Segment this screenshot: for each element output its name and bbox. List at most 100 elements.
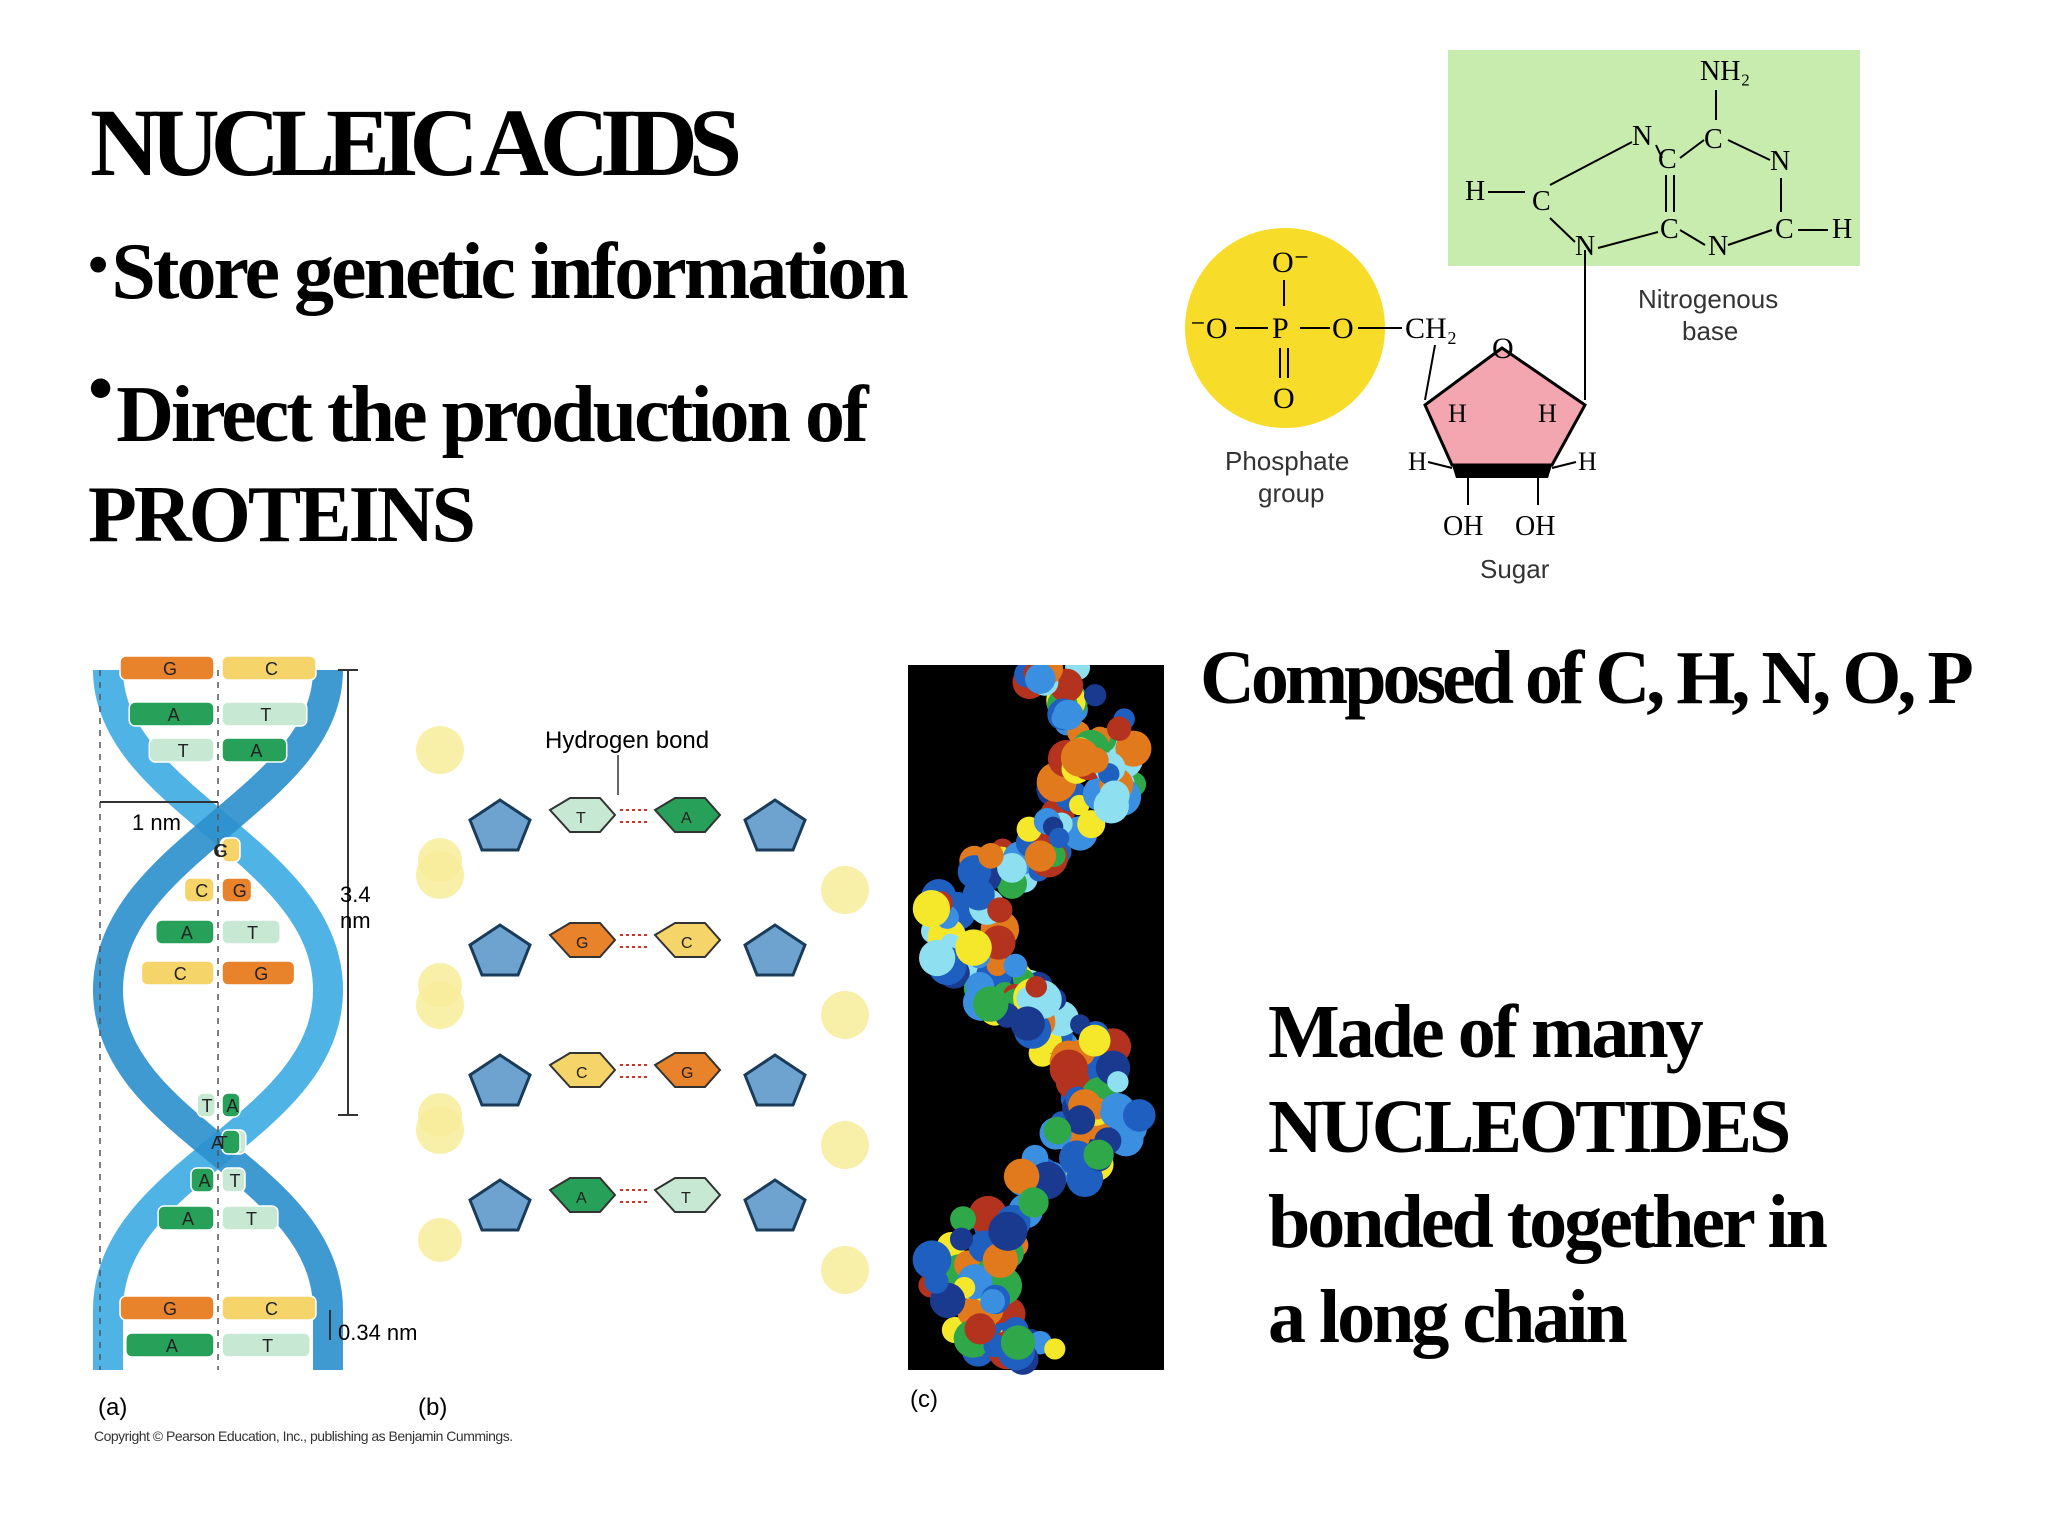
nucleotide-diagram: O⁻ ⁻O P O O CH₂ Phosphate group O H H H … — [1185, 50, 1860, 584]
base-letter: T — [246, 1209, 257, 1229]
base-pair: GC — [213, 837, 241, 863]
scale-34-label: 3.4 — [340, 882, 371, 907]
atom-sphere — [1065, 1105, 1096, 1135]
phosphate-blob — [821, 1121, 869, 1169]
base-n: N — [1770, 146, 1790, 177]
base-label: base — [1682, 316, 1738, 346]
base-letter: C — [215, 841, 228, 861]
bullet-item: •Store genetic information — [88, 232, 909, 312]
slide-title: NUCLEIC ACIDS — [90, 89, 742, 196]
base-hexagon — [653, 797, 722, 833]
bullet-item: •Direct the production of PROTEINS — [88, 348, 1168, 565]
atom-sphere — [912, 1240, 952, 1280]
base-letter: T — [681, 1190, 691, 1207]
base-hexagon — [548, 922, 617, 958]
base-letter: A — [181, 923, 193, 943]
base-c: C — [1658, 144, 1677, 175]
space-filling-panel: (c) — [908, 665, 1164, 1413]
made-line: Made of many — [1268, 990, 1704, 1074]
base-letter: T — [230, 1171, 241, 1191]
phosphate-o-right: O — [1332, 312, 1354, 345]
base-block — [221, 737, 288, 763]
made-line: NUCLEOTIDES — [1268, 1085, 1791, 1169]
phosphate-blob — [416, 851, 464, 899]
atom-sphere — [1043, 1116, 1072, 1145]
base-block — [221, 877, 253, 903]
panel-label-b: (b) — [418, 1394, 447, 1421]
made-line: a long chain — [1268, 1275, 1628, 1359]
atom-sphere — [1044, 1338, 1066, 1360]
phosphate-blob — [821, 1246, 869, 1294]
bullet-dot: • — [88, 348, 113, 428]
atom-sphere — [1048, 827, 1070, 848]
phosphate-blob — [416, 1106, 464, 1154]
base-hexagon — [548, 797, 617, 833]
base-n: N — [1575, 231, 1595, 262]
base-letter: G — [233, 881, 247, 901]
atom-sphere — [1025, 976, 1048, 998]
phosphate-blob — [821, 866, 869, 914]
atom-sphere — [1122, 1099, 1156, 1132]
base-letter: G — [254, 964, 268, 984]
base-block — [119, 655, 215, 681]
base-block — [221, 1295, 317, 1321]
ch2-label: CH₂ — [1405, 312, 1457, 345]
base-block — [221, 1129, 241, 1155]
phosphate-circle — [1185, 228, 1385, 428]
base-hexagon — [653, 922, 722, 958]
base-letter: A — [211, 1133, 223, 1153]
atom-sphere — [1024, 840, 1057, 872]
phosphate-blob — [418, 1218, 462, 1262]
hydrogen-bond-label: Hydrogen bond — [545, 727, 709, 754]
phosphate-label: Phosphate — [1225, 446, 1349, 476]
base-letter: C — [681, 935, 693, 952]
bullet-dot: • — [88, 232, 108, 297]
base-block — [221, 1332, 311, 1358]
base-block — [119, 1295, 215, 1321]
base-letter: G — [163, 659, 177, 679]
sugar-pentagon — [743, 1053, 807, 1107]
phosphate-blob — [821, 991, 869, 1039]
atom-sphere — [982, 1242, 1019, 1278]
base-block — [221, 1205, 279, 1231]
base-pair: TA — [211, 1129, 247, 1155]
base-letter: A — [166, 1336, 178, 1356]
base-letter: A — [182, 1209, 194, 1229]
base-block — [125, 1332, 215, 1358]
base-letter: T — [260, 705, 271, 725]
phosphate-p: P — [1272, 312, 1289, 345]
atom-sphere — [918, 939, 956, 977]
ring-o: O — [1492, 332, 1514, 365]
helix-backbone-left — [93, 669, 344, 1370]
base-block — [221, 655, 317, 681]
atom-sphere — [1051, 707, 1073, 729]
base-box — [1448, 50, 1860, 266]
base-letter: G — [576, 935, 588, 952]
phosphate-blob — [416, 981, 464, 1029]
atom-sphere — [924, 1269, 949, 1294]
base-hexagon — [548, 1177, 617, 1213]
atom-sphere — [955, 929, 992, 966]
base-letter: A — [250, 741, 262, 761]
phosphate-blob — [416, 726, 464, 774]
base-letter: G — [681, 1065, 693, 1082]
atom-sphere — [1093, 788, 1129, 824]
base-c: C — [1775, 214, 1794, 245]
sugar-pentagon — [468, 1178, 532, 1232]
h-label: H — [1832, 214, 1852, 245]
atom-sphere — [988, 1211, 1028, 1251]
sugar-pentagon — [743, 1178, 807, 1232]
atom-sphere — [964, 1313, 996, 1345]
atom-sphere — [997, 852, 1027, 883]
base-block — [183, 877, 215, 903]
base-letter: C — [195, 881, 208, 901]
base-block — [221, 1092, 241, 1118]
base-letter: T — [576, 810, 586, 827]
base-n: N — [1632, 121, 1652, 152]
atom-sphere — [1060, 738, 1100, 777]
sugar-label: Sugar — [1480, 554, 1550, 584]
